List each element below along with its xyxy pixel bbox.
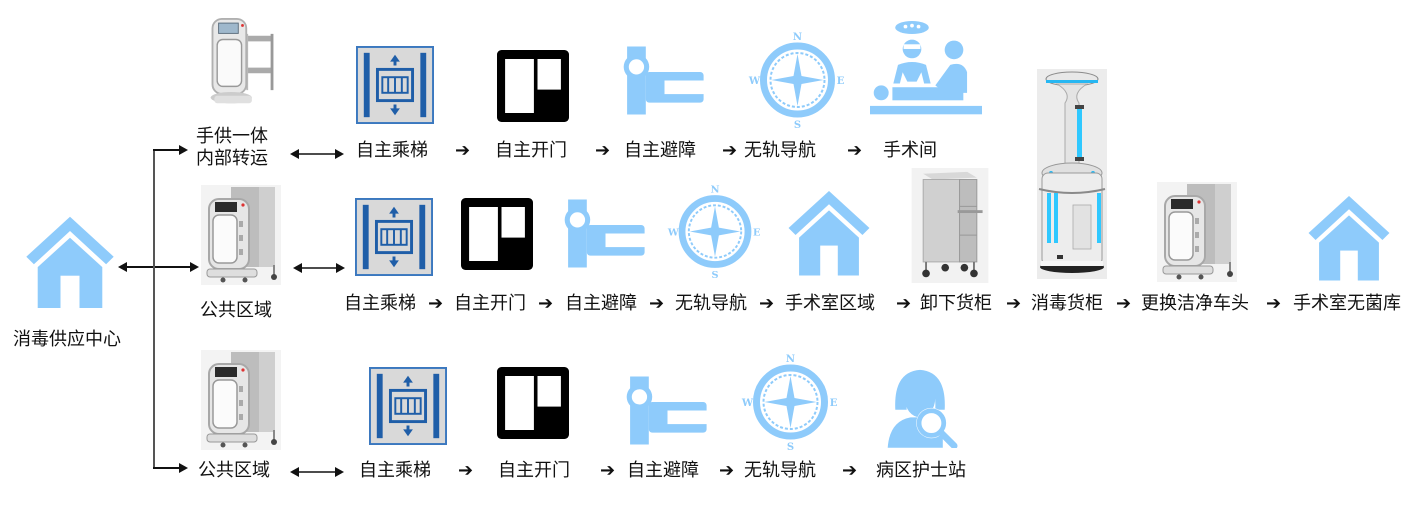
step-label: 无轨导航 <box>675 293 747 314</box>
branch-top-line <box>153 149 181 151</box>
uv-disinfection-robot-icon <box>1037 66 1107 282</box>
row2-start-label: 公共区域 <box>200 300 272 321</box>
compass-icon <box>738 352 843 452</box>
arrow-right-icon: ➔ <box>719 460 735 481</box>
step-label: 病区护士站 <box>876 460 966 481</box>
nurse-search-icon <box>882 362 958 448</box>
double-arrow-icon <box>293 262 345 274</box>
arrowhead-right-icon <box>190 262 199 272</box>
step-label: 自主避障 <box>624 140 696 161</box>
row3-start-label: 公共区域 <box>198 460 270 481</box>
row1-start-label-line1: 手供一体 <box>196 126 268 147</box>
step-label: 自主乘梯 <box>359 460 431 481</box>
arrow-right-icon: ➔ <box>428 293 444 314</box>
step-label: 自主避障 <box>627 460 699 481</box>
cart-cabinet-icon <box>909 168 991 283</box>
obstacle-avoidance-icon <box>563 196 648 271</box>
door-icon <box>497 367 569 439</box>
arrow-right-icon: ➔ <box>600 460 616 481</box>
hub-house-icon <box>20 213 120 308</box>
arrow-right-icon: ➔ <box>1266 293 1282 314</box>
operating-room-icon <box>870 18 982 121</box>
step-label: 手术室区域 <box>785 293 875 314</box>
arrow-right-icon: ➔ <box>1006 293 1022 314</box>
arrow-right-icon: ➔ <box>842 460 858 481</box>
arrowhead-right-icon <box>179 463 188 473</box>
step-label: 自主乘梯 <box>344 293 416 314</box>
elevator-icon <box>356 46 434 124</box>
arrow-right-icon: ➔ <box>455 140 471 161</box>
step-label: 自主开门 <box>454 293 526 314</box>
elevator-icon <box>369 367 447 445</box>
hub-double-arrow-line <box>122 266 196 268</box>
arrow-right-icon: ➔ <box>759 293 775 314</box>
step-label: 自主开门 <box>495 140 567 161</box>
compass-icon <box>745 30 850 130</box>
step-label: 手术室无菌库 <box>1293 293 1401 314</box>
step-label: 卸下货柜 <box>920 293 992 314</box>
step-label: 自主开门 <box>498 460 570 481</box>
arrow-right-icon: ➔ <box>896 293 912 314</box>
double-arrow-icon <box>290 466 344 478</box>
step-label: 更换洁净车头 <box>1141 293 1249 314</box>
step-label: 手术间 <box>883 140 937 161</box>
cabinet-robot-icon <box>200 185 282 285</box>
cabinet-robot-icon <box>1156 182 1238 282</box>
branch-bottom-line <box>153 467 181 469</box>
arrow-right-icon: ➔ <box>595 140 611 161</box>
delivery-robot-icon <box>205 12 280 112</box>
row1-start-label-line2: 内部转运 <box>196 148 268 169</box>
arrowhead-right-icon <box>179 145 188 155</box>
step-label: 自主乘梯 <box>356 140 428 161</box>
house-icon <box>1305 190 1393 283</box>
arrow-right-icon: ➔ <box>538 293 554 314</box>
elevator-icon <box>355 198 433 276</box>
step-label: 自主避障 <box>565 293 637 314</box>
arrowhead-left-icon <box>118 262 127 272</box>
door-icon <box>497 50 569 122</box>
door-icon <box>461 198 533 270</box>
trunk-vertical-line <box>153 149 155 468</box>
step-label: 无轨导航 <box>744 460 816 481</box>
arrow-right-icon: ➔ <box>649 293 665 314</box>
cabinet-robot-icon <box>200 350 282 450</box>
arrow-right-icon: ➔ <box>847 140 863 161</box>
arrow-right-icon: ➔ <box>458 460 474 481</box>
double-arrow-icon <box>290 148 344 160</box>
obstacle-avoidance-icon <box>625 373 710 448</box>
step-label: 无轨导航 <box>744 140 816 161</box>
house-icon <box>785 185 873 278</box>
obstacle-avoidance-icon <box>622 43 707 118</box>
step-label: 消毒货柜 <box>1031 293 1103 314</box>
arrow-right-icon: ➔ <box>1116 293 1132 314</box>
arrow-right-icon: ➔ <box>722 140 738 161</box>
compass-icon <box>664 183 766 280</box>
hub-label: 消毒供应中心 <box>13 329 121 350</box>
